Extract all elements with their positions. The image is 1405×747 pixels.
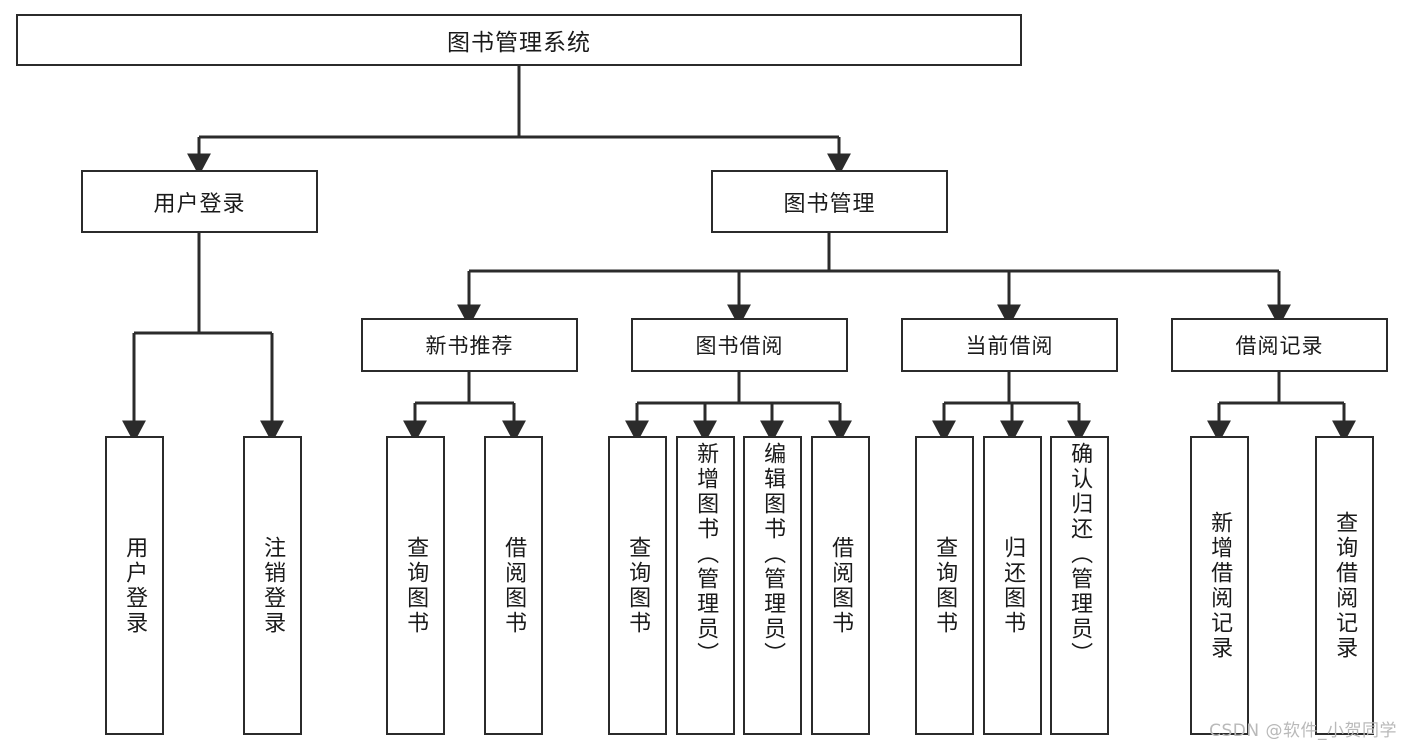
- leaf-new-book-query-label: 查询图书: [403, 535, 429, 636]
- leaf-content: 借阅图书: [486, 438, 541, 733]
- leaf-borrow-edit-book[interactable]: 编辑图书（管理员）: [743, 436, 802, 735]
- node-new-book-recommend[interactable]: 新书推荐: [361, 318, 578, 372]
- leaf-content: 查询图书: [917, 438, 972, 733]
- leaf-current-query-book-label: 查询图书: [932, 535, 958, 636]
- leaf-record-query-label: 查询借阅记录: [1332, 510, 1358, 661]
- leaf-content: 查询图书: [388, 438, 443, 733]
- leaf-borrow-query-book[interactable]: 查询图书: [608, 436, 667, 735]
- leaf-borrow-borrow-book[interactable]: 借阅图书: [811, 436, 870, 735]
- leaf-content: 注销登录: [245, 438, 300, 733]
- leaf-user-login-login[interactable]: 用户登录: [105, 436, 164, 735]
- leaf-new-book-borrow[interactable]: 借阅图书: [484, 436, 543, 735]
- leaf-new-book-borrow-label: 借阅图书: [501, 535, 527, 636]
- node-root[interactable]: 图书管理系统: [16, 14, 1022, 66]
- leaf-borrow-add-book[interactable]: 新增图书（管理员）: [676, 436, 735, 735]
- leaf-new-book-query[interactable]: 查询图书: [386, 436, 445, 735]
- leaf-user-login-logout[interactable]: 注销登录: [243, 436, 302, 735]
- leaf-current-confirm-return[interactable]: 确认归还（管理员）: [1050, 436, 1109, 735]
- csdn-watermark: CSDN @软件_小贺同学: [1209, 721, 1397, 741]
- node-root-label: 图书管理系统: [447, 30, 591, 56]
- node-user-login-label: 用户登录: [153, 191, 246, 217]
- node-new-book-recommend-label: 新书推荐: [425, 334, 514, 358]
- leaf-content: 确认归还（管理员）: [1052, 438, 1107, 737]
- leaf-record-add-label: 新增借阅记录: [1207, 510, 1233, 661]
- leaf-borrow-add-book-label: 新增图书（管理员）: [693, 442, 719, 667]
- node-borrow-record-label: 借阅记录: [1235, 334, 1324, 358]
- leaf-content: 查询图书: [610, 438, 665, 733]
- node-book-management-label: 图书管理: [783, 191, 876, 217]
- node-current-borrow-label: 当前借阅: [965, 334, 1054, 358]
- node-current-borrow[interactable]: 当前借阅: [901, 318, 1118, 372]
- leaf-content: 查询借阅记录: [1317, 438, 1372, 733]
- leaf-user-login-logout-label: 注销登录: [260, 535, 286, 636]
- leaf-content: 编辑图书（管理员）: [745, 438, 800, 737]
- node-book-borrow-label: 图书借阅: [695, 334, 784, 358]
- leaf-content: 新增图书（管理员）: [678, 438, 733, 737]
- leaf-current-query-book[interactable]: 查询图书: [915, 436, 974, 735]
- node-borrow-record[interactable]: 借阅记录: [1171, 318, 1388, 372]
- leaf-current-return-book-label: 归还图书: [1000, 535, 1026, 636]
- leaf-content: 用户登录: [107, 438, 162, 733]
- leaf-borrow-borrow-book-label: 借阅图书: [828, 535, 854, 636]
- leaf-record-query[interactable]: 查询借阅记录: [1315, 436, 1374, 735]
- leaf-current-return-book[interactable]: 归还图书: [983, 436, 1042, 735]
- leaf-borrow-query-book-label: 查询图书: [625, 535, 651, 636]
- node-book-borrow[interactable]: 图书借阅: [631, 318, 848, 372]
- leaf-user-login-login-label: 用户登录: [122, 535, 148, 636]
- leaf-content: 新增借阅记录: [1192, 438, 1247, 733]
- node-book-management[interactable]: 图书管理: [711, 170, 948, 233]
- leaf-content: 归还图书: [985, 438, 1040, 733]
- node-user-login[interactable]: 用户登录: [81, 170, 318, 233]
- leaf-content: 借阅图书: [813, 438, 868, 733]
- leaf-current-confirm-return-label: 确认归还（管理员）: [1067, 442, 1093, 667]
- leaf-borrow-edit-book-label: 编辑图书（管理员）: [760, 442, 786, 667]
- leaf-record-add[interactable]: 新增借阅记录: [1190, 436, 1249, 735]
